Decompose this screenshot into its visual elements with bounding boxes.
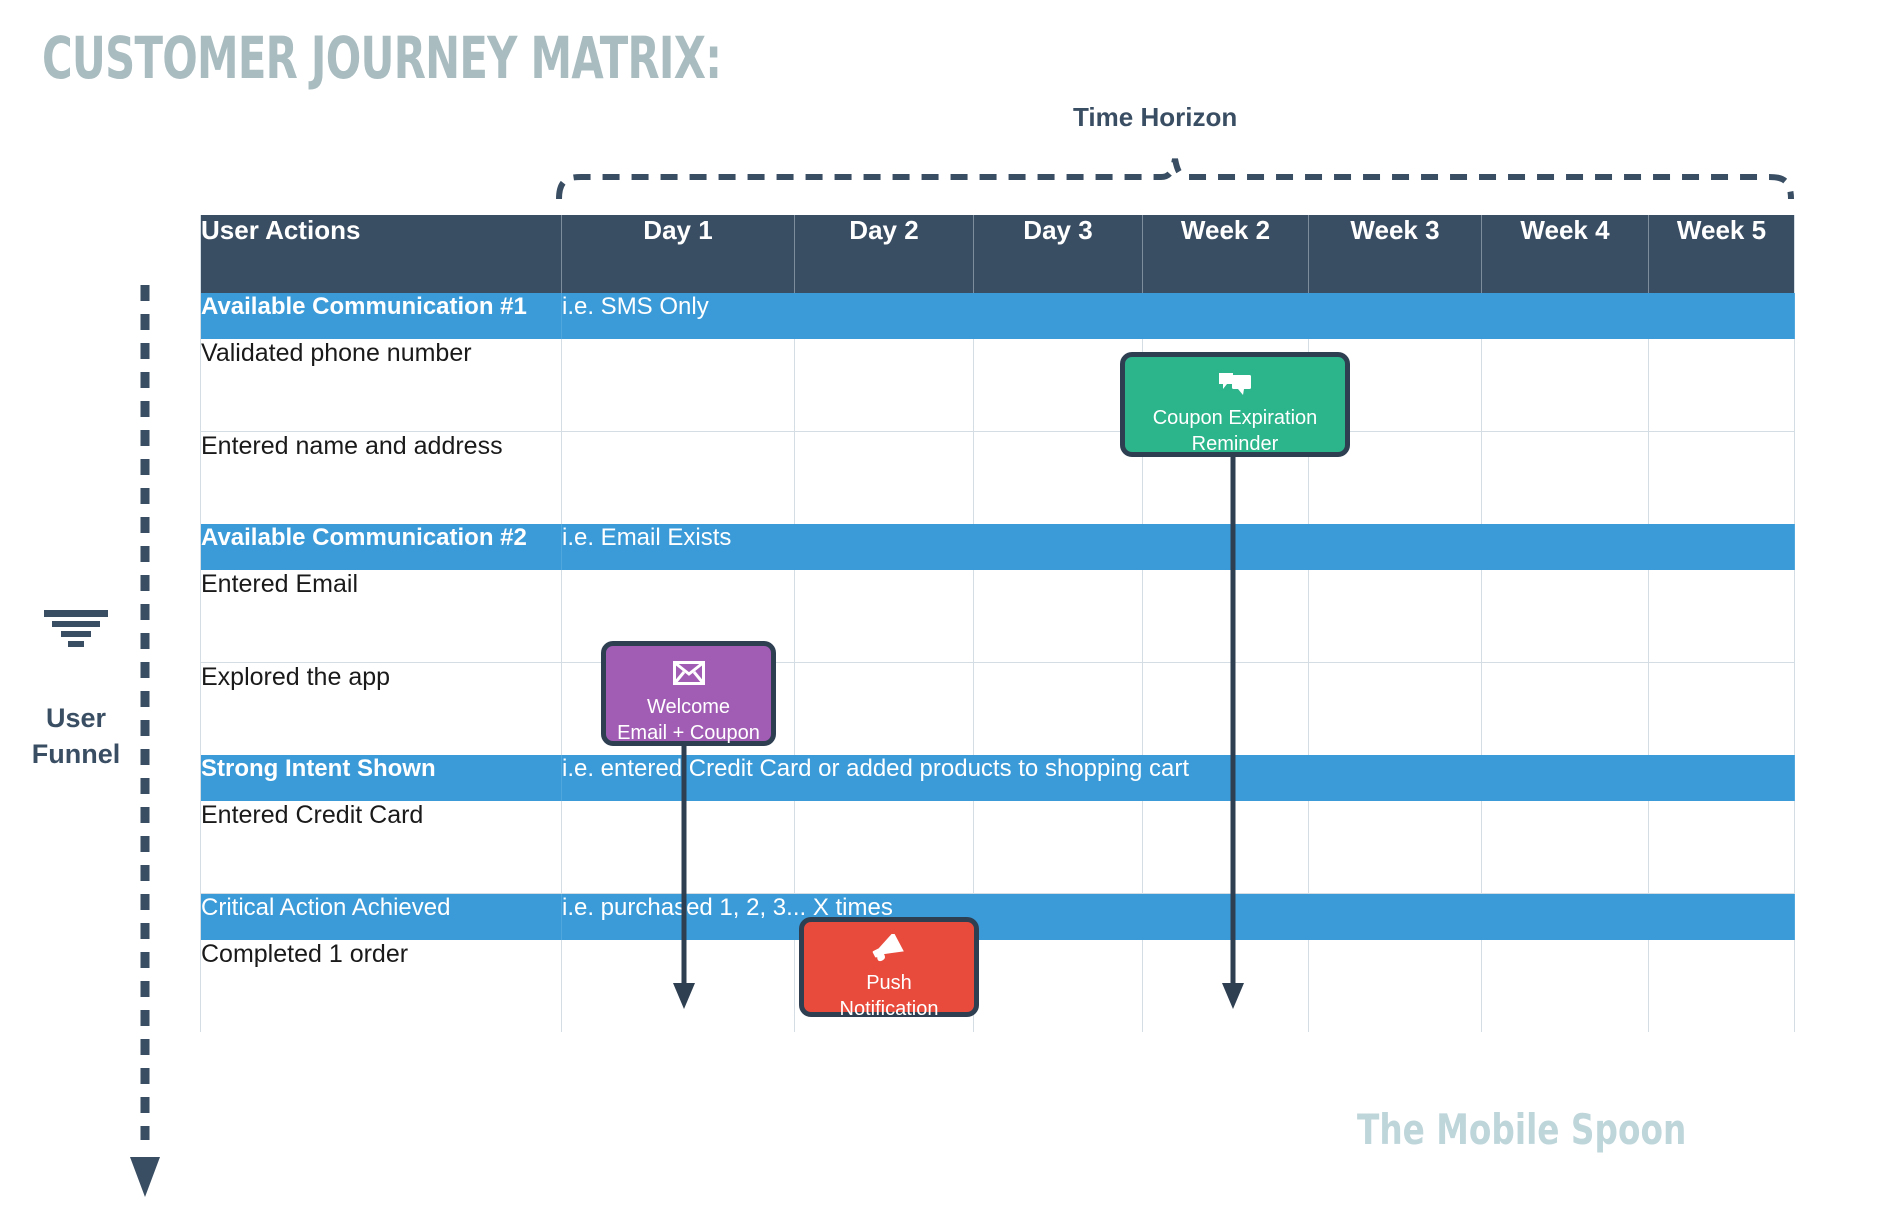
envelope-icon (606, 656, 771, 690)
cell-week-5[interactable] (1648, 801, 1795, 894)
cell-week-3[interactable] (1308, 940, 1482, 1032)
table-row: Entered Credit Card (200, 801, 1795, 894)
cell-week-5[interactable] (1648, 570, 1795, 663)
section-label: Strong Intent Shown (200, 755, 562, 801)
column-header-day-1[interactable]: Day 1 (561, 215, 795, 293)
cell-day-2[interactable] (794, 662, 974, 755)
action-label: Explored the app (200, 662, 562, 755)
cell-week-4[interactable] (1481, 339, 1649, 432)
cell-week-5[interactable] (1648, 339, 1795, 432)
action-label: Entered Credit Card (200, 801, 562, 894)
cell-day-2[interactable] (794, 339, 974, 432)
cell-week-5[interactable] (1648, 940, 1795, 1032)
table-row: Entered Email (200, 570, 1795, 663)
section-row-available-communication-1: Available Communication #1 i.e. SMS Only (200, 293, 1795, 339)
section-value: i.e. SMS Only (561, 293, 1795, 339)
column-header-day-3[interactable]: Day 3 (973, 215, 1143, 293)
cell-day-3[interactable] (973, 662, 1143, 755)
section-value: i.e. Email Exists (561, 524, 1795, 570)
connector-arrow-welcome (672, 740, 696, 1012)
callout-welcome-email-coupon[interactable]: Welcome Email + Coupon (601, 641, 776, 746)
user-funnel-label-line1: User (45, 703, 107, 733)
section-label: Critical Action Achieved (200, 893, 562, 940)
column-header-user-actions[interactable]: User Actions (200, 215, 562, 293)
callout-line-2: Email + Coupon (617, 722, 760, 744)
watermark-the-mobile-spoon: The Mobile Spoon (1357, 1105, 1687, 1154)
user-funnel-arrow-icon (128, 285, 162, 1200)
cell-week-3[interactable] (1308, 662, 1482, 755)
cell-week-5[interactable] (1648, 662, 1795, 755)
column-header-week-4[interactable]: Week 4 (1481, 215, 1649, 293)
section-value: i.e. entered Credit Card or added produc… (561, 755, 1795, 801)
callout-line-2: Notification (839, 998, 939, 1020)
column-header-week-5[interactable]: Week 5 (1648, 215, 1795, 293)
cell-week-3[interactable] (1308, 801, 1482, 894)
cell-day-3[interactable] (973, 570, 1143, 663)
action-label: Entered name and address (200, 431, 562, 524)
funnel-icon (40, 610, 112, 650)
table-row: Entered name and address (200, 431, 1795, 524)
column-header-day-2[interactable]: Day 2 (794, 215, 974, 293)
table-row: Validated phone number (200, 339, 1795, 432)
section-row-available-communication-2: Available Communication #2 i.e. Email Ex… (200, 524, 1795, 570)
column-header-week-2[interactable]: Week 2 (1142, 215, 1309, 293)
time-horizon-label: Time Horizon (1073, 102, 1238, 132)
cell-week-2[interactable] (1142, 662, 1309, 755)
cell-day-2[interactable] (794, 570, 974, 663)
callout-line-2: Reminder (1191, 433, 1279, 455)
cell-day-2[interactable] (794, 801, 974, 894)
cell-day-3[interactable] (973, 801, 1143, 894)
cell-day-1[interactable] (561, 339, 795, 432)
callout-line-1: Welcome (647, 696, 730, 718)
cell-week-5[interactable] (1648, 431, 1795, 524)
callout-line-1: Push (866, 972, 912, 994)
cell-week-4[interactable] (1481, 662, 1649, 755)
table-row: Explored the app (200, 662, 1795, 755)
section-value: i.e. purchased 1, 2, 3... X times (561, 893, 1795, 940)
cell-day-2[interactable] (794, 431, 974, 524)
cell-week-4[interactable] (1481, 431, 1649, 524)
cell-week-4[interactable] (1481, 940, 1649, 1032)
connector-arrow-coupon (1221, 452, 1245, 1012)
time-horizon-bracket (555, 155, 1795, 200)
table-header-row: User Actions Day 1 Day 2 Day 3 Week 2 We… (200, 215, 1795, 293)
action-label: Entered Email (200, 570, 562, 663)
cell-day-1[interactable] (561, 801, 795, 894)
action-label: Validated phone number (200, 339, 562, 432)
megaphone-icon (804, 932, 974, 966)
section-row-strong-intent-shown: Strong Intent Shown i.e. entered Credit … (200, 755, 1795, 801)
section-row-critical-action-achieved: Critical Action Achieved i.e. purchased … (200, 893, 1795, 940)
user-funnel-label: User Funnel (16, 700, 136, 772)
cell-week-4[interactable] (1481, 570, 1649, 663)
user-funnel-label-line2: Funnel (31, 739, 121, 769)
table-row: Completed 1 order (200, 940, 1795, 1032)
cell-day-3[interactable] (973, 431, 1143, 524)
callout-coupon-expiration-reminder[interactable]: Coupon Expiration Reminder (1120, 352, 1350, 457)
section-label: Available Communication #2 (200, 524, 562, 570)
cell-day-1[interactable] (561, 431, 795, 524)
page-title: CUSTOMER JOURNEY MATRIX: (42, 24, 722, 92)
cell-day-3[interactable] (973, 940, 1143, 1032)
cell-day-3[interactable] (973, 339, 1143, 432)
cell-week-4[interactable] (1481, 801, 1649, 894)
cell-week-2[interactable] (1142, 801, 1309, 894)
column-header-week-3[interactable]: Week 3 (1308, 215, 1482, 293)
cell-week-2[interactable] (1142, 570, 1309, 663)
action-label: Completed 1 order (200, 940, 562, 1032)
callout-push-notification[interactable]: Push Notification (799, 917, 979, 1020)
cell-week-3[interactable] (1308, 570, 1482, 663)
callout-line-1: Coupon Expiration (1152, 407, 1318, 429)
customer-journey-matrix: User Actions Day 1 Day 2 Day 3 Week 2 We… (200, 215, 1795, 1032)
chat-bubbles-icon (1125, 367, 1345, 401)
section-label: Available Communication #1 (200, 293, 562, 339)
